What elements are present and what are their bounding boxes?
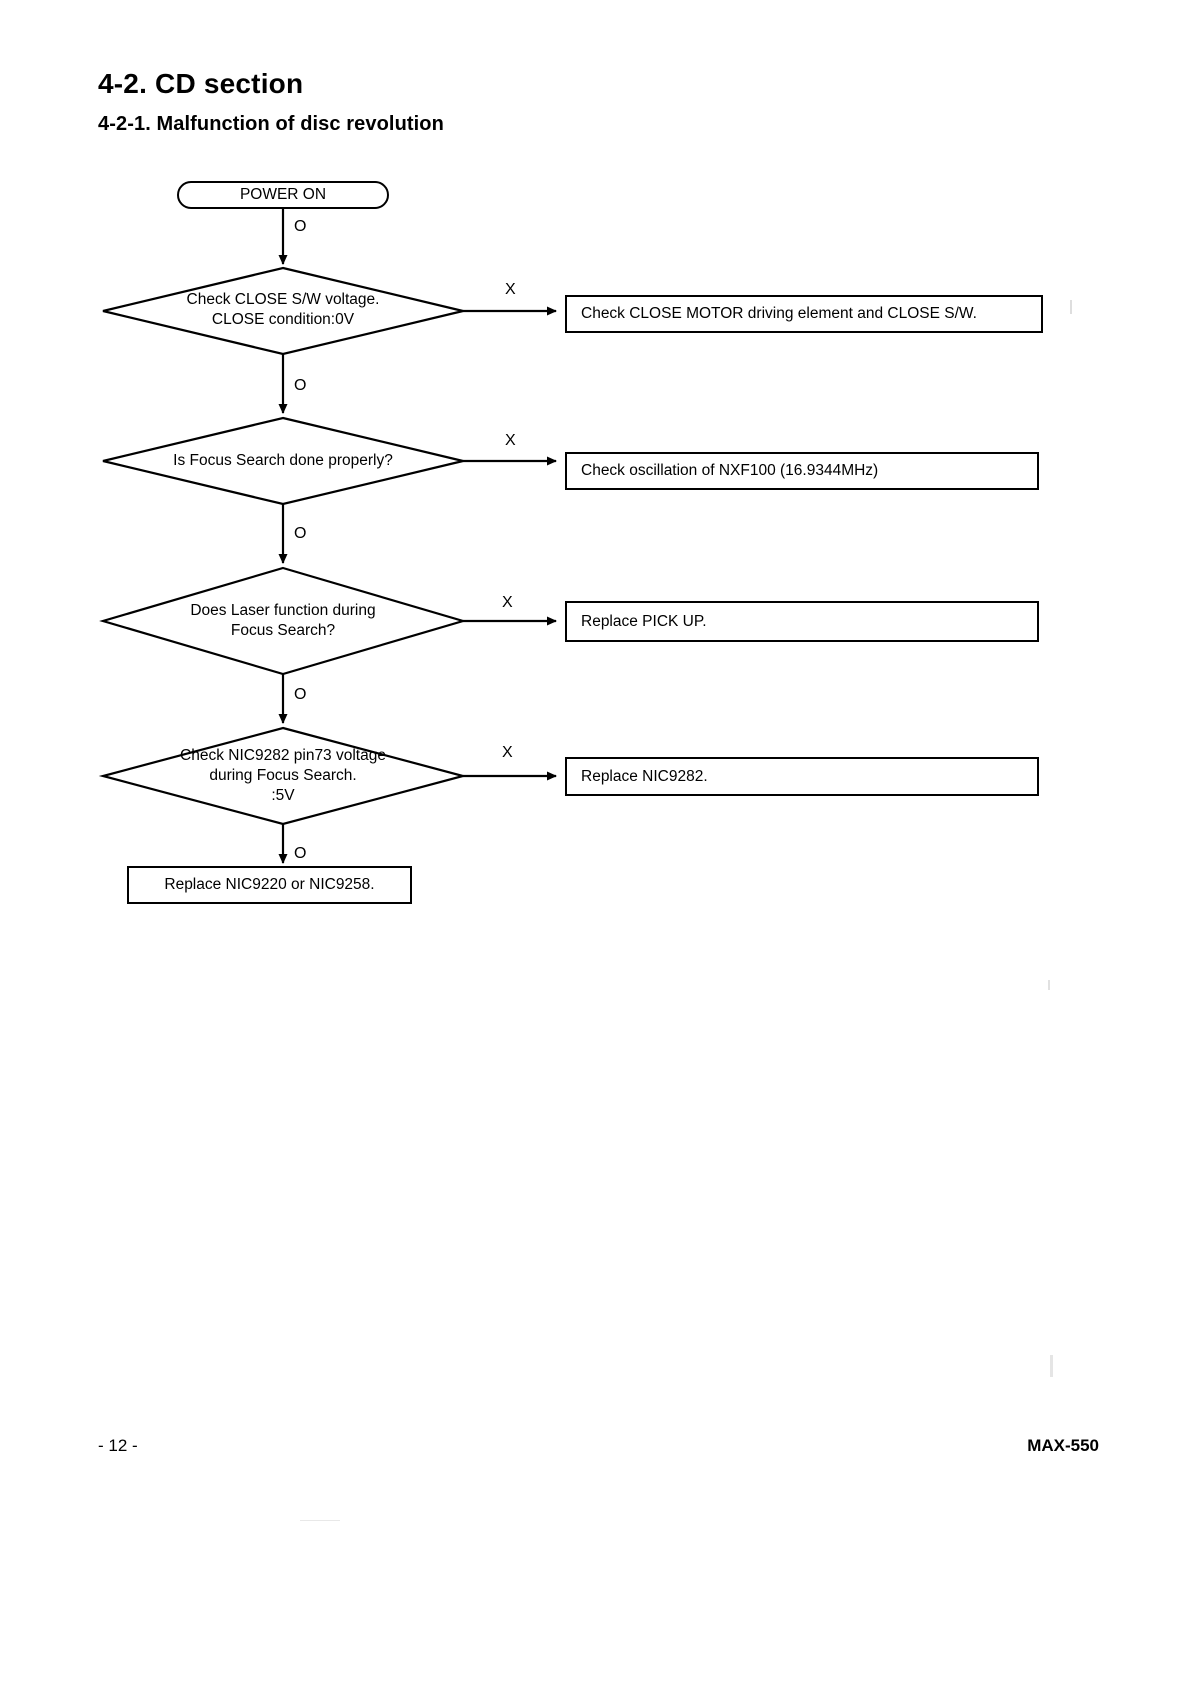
branch-label-o-3: O [294, 525, 307, 542]
branch-label-o-4: O [294, 686, 307, 703]
action-replace-pickup: Replace PICK UP. [565, 601, 1039, 642]
action-replace-nic9220-or-nic9258: Replace NIC9220 or NIC9258. [127, 866, 412, 904]
model-number: MAX-550 [1027, 1436, 1099, 1455]
scan-artifact [300, 1520, 340, 1521]
branch-label-o-5: O [294, 845, 307, 862]
branch-label-x-4: X [502, 744, 513, 761]
node-laser-function: Does Laser function during Focus Search? [190, 602, 376, 639]
branch-label-x-3: X [502, 594, 513, 611]
page-number: - 12 - [98, 1436, 138, 1455]
flowchart-graphics [98, 209, 557, 864]
scan-artifact [1070, 300, 1072, 314]
node-focus-search-ok: Is Focus Search done properly? [173, 452, 393, 469]
action-replace-nic9282: Replace NIC9282. [565, 757, 1039, 796]
action-check-close-motor: Check CLOSE MOTOR driving element and CL… [565, 295, 1043, 333]
branch-label-x-1: X [505, 281, 516, 298]
node-power-on: POWER ON [177, 181, 389, 209]
page-title: 4-2. CD section [98, 68, 304, 99]
branch-label-x-2: X [505, 432, 516, 449]
node-check-nic9282-pin73: Check NIC9282 pin73 voltage during Focus… [180, 747, 386, 804]
flowchart: POWER ON O X O X O X O X O Check CLOSE S… [98, 181, 1043, 904]
action-check-oscillation-nxf100: Check oscillation of NXF100 (16.9344MHz) [565, 452, 1039, 490]
branch-label-o-1: O [294, 218, 307, 235]
scan-artifact [1048, 980, 1050, 990]
branch-label-o-2: O [294, 377, 307, 394]
page-subtitle: 4-2-1. Malfunction of disc revolution [98, 113, 444, 135]
scan-artifact [1050, 1355, 1053, 1377]
node-check-close-sw: Check CLOSE S/W voltage. CLOSE condition… [186, 291, 380, 328]
